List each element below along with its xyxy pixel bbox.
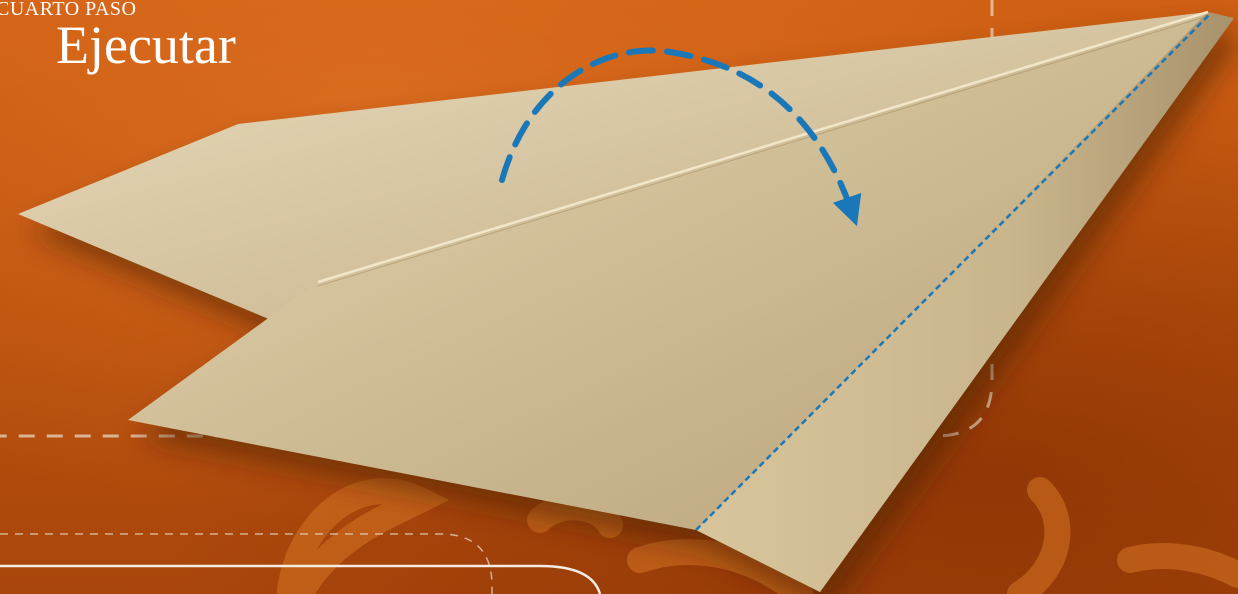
page-title: Ejecutar [56,18,236,72]
